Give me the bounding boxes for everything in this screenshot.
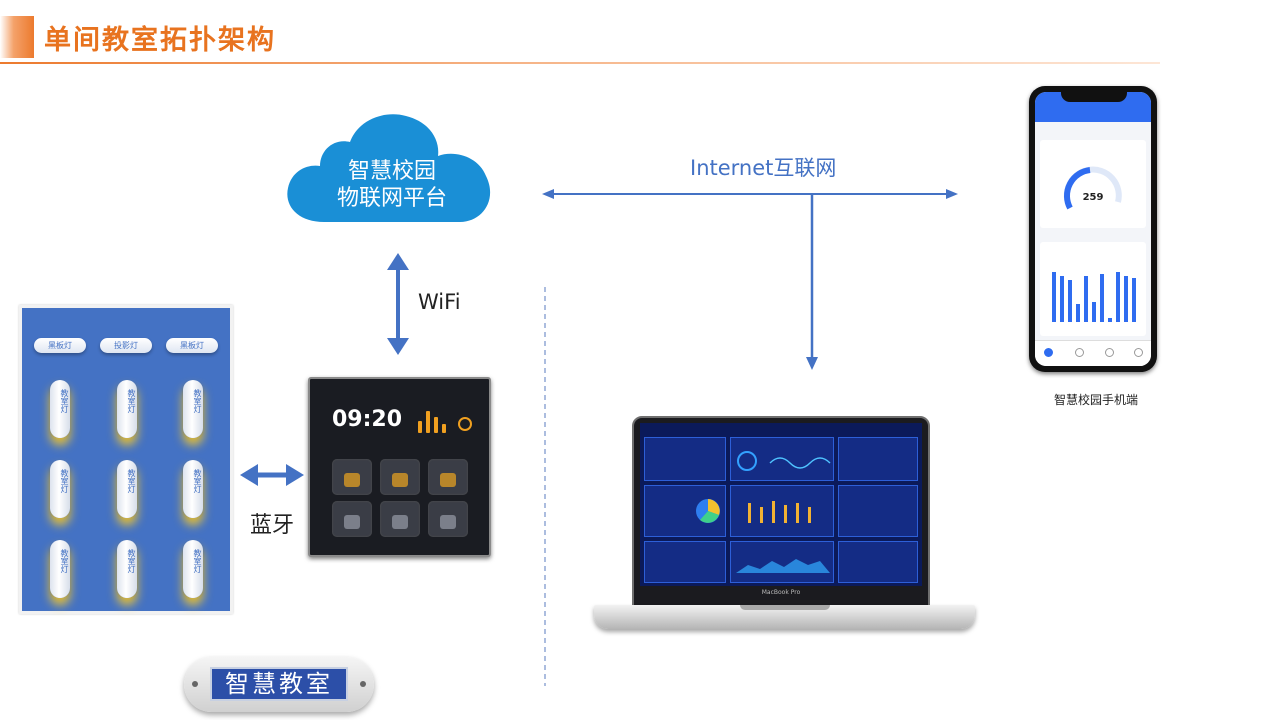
top-light-projector: 投影灯 bbox=[100, 338, 152, 353]
smart-control-panel: 09:20 bbox=[308, 377, 491, 557]
panel-bars-icon bbox=[418, 409, 446, 433]
room-light: 教室灯 bbox=[117, 540, 137, 598]
home-icon[interactable] bbox=[1044, 348, 1053, 357]
laptop-brand: MacBook Pro bbox=[761, 589, 801, 596]
phone-gauge-card: 259 bbox=[1040, 140, 1146, 228]
wifi-label: WiFi bbox=[418, 290, 461, 314]
gauge-value: 259 bbox=[1082, 192, 1104, 203]
room-light: 教室灯 bbox=[183, 460, 203, 518]
cloud-label-line2: 物联网平台 bbox=[336, 186, 447, 211]
top-light-blackboard-2: 黑板灯 bbox=[166, 338, 218, 353]
panel-tile-scene[interactable] bbox=[332, 459, 372, 495]
phone-barchart-card bbox=[1040, 242, 1146, 336]
panel-time: 09:20 bbox=[332, 407, 403, 432]
panel-tile-light[interactable] bbox=[428, 459, 468, 495]
room-light: 教室灯 bbox=[50, 380, 70, 438]
phone-screen: 259 bbox=[1035, 92, 1151, 366]
phone-tab-bar bbox=[1035, 340, 1151, 366]
room-light: 教室灯 bbox=[50, 540, 70, 598]
panel-ring-icon bbox=[458, 417, 472, 431]
room-light: 教室灯 bbox=[50, 460, 70, 518]
room-light: 教室灯 bbox=[183, 540, 203, 598]
room-light: 教室灯 bbox=[183, 380, 203, 438]
room-light: 教室灯 bbox=[117, 380, 137, 438]
cloud-label-line1: 智慧校园 bbox=[347, 159, 436, 184]
cloud-label: 智慧校园 物联网平台 bbox=[284, 158, 500, 212]
title-accent-bar bbox=[0, 16, 34, 58]
moon-icon bbox=[392, 515, 408, 529]
people-icon bbox=[440, 515, 456, 529]
laptop-dashboard-screen bbox=[640, 423, 922, 586]
smart-classroom-badge: 智慧教室 bbox=[184, 657, 374, 712]
panel-tile-break[interactable] bbox=[380, 501, 420, 537]
bluetooth-arrow bbox=[240, 464, 304, 486]
menu-icon[interactable] bbox=[1075, 348, 1084, 357]
wifi-arrow bbox=[387, 253, 409, 355]
classroom-lights-panel: 黑板灯 投影灯 黑板灯 教室灯 教室灯 教室灯 教室灯 教室灯 教室灯 教室灯 … bbox=[19, 305, 233, 614]
switch-icon bbox=[392, 473, 408, 487]
scene-icon bbox=[344, 473, 360, 487]
title-underline bbox=[0, 62, 1160, 64]
badge-label: 智慧教室 bbox=[210, 667, 348, 701]
top-light-blackboard-1: 黑板灯 bbox=[34, 338, 86, 353]
internet-arrow bbox=[542, 189, 958, 370]
laptop-notch bbox=[740, 605, 830, 610]
panel-tile-activity[interactable] bbox=[428, 501, 468, 537]
dashboard-graphics bbox=[696, 451, 831, 573]
bluetooth-label: 蓝牙 bbox=[250, 513, 295, 538]
panel-tile-class[interactable] bbox=[332, 501, 372, 537]
phone-notch bbox=[1061, 88, 1127, 102]
room-light: 教室灯 bbox=[117, 460, 137, 518]
book-icon bbox=[344, 515, 360, 529]
settings-icon[interactable] bbox=[1105, 348, 1114, 357]
panel-tile-switch[interactable] bbox=[380, 459, 420, 495]
bell-icon bbox=[440, 473, 456, 487]
gauge-icon bbox=[1063, 166, 1122, 210]
cloud-icon bbox=[287, 114, 491, 222]
internet-label: Internet互联网 bbox=[690, 156, 837, 180]
phone-caption: 智慧校园手机端 bbox=[1054, 393, 1139, 407]
page-title: 单间教室拓扑架构 bbox=[44, 25, 276, 56]
user-icon[interactable] bbox=[1134, 348, 1143, 357]
